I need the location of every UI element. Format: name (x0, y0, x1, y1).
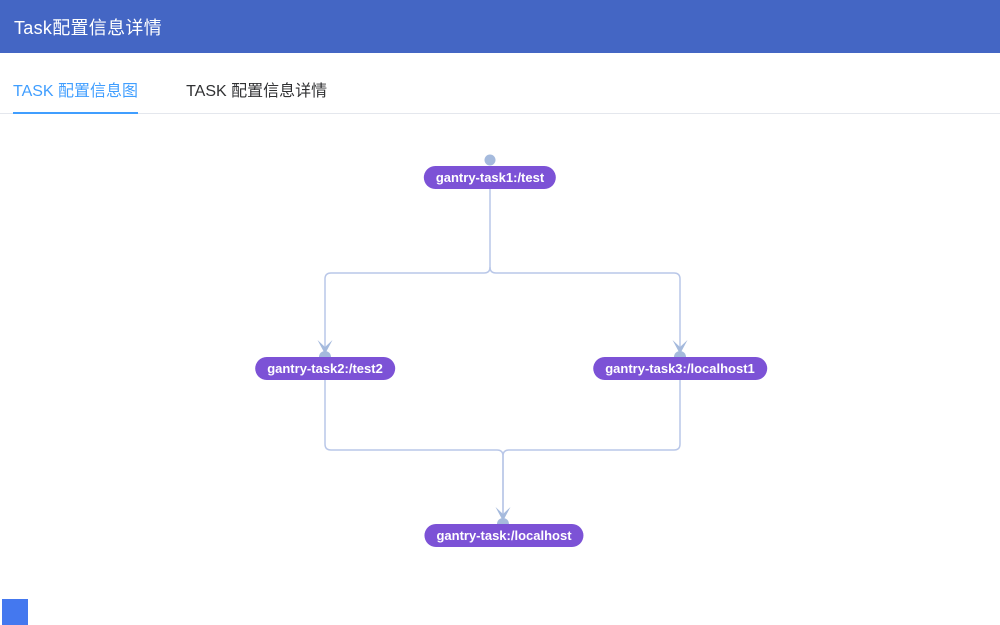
endpoint-dot-source (484, 154, 496, 166)
flow-edges (317, 154, 688, 530)
edge-task1-task3 (489, 189, 681, 351)
page-title: Task配置信息详情 (14, 17, 163, 38)
arrow-icon-task4 (495, 507, 511, 521)
flow-node-task4[interactable]: gantry-task:/localhost (424, 524, 584, 547)
tab-config-detail[interactable]: TASK 配置信息详情 (186, 83, 328, 100)
flow-node-task1[interactable]: gantry-task1:/test (423, 166, 557, 189)
edge-task3-task4 (502, 380, 681, 518)
edge-task1-task2 (324, 266, 491, 351)
arrow-icon-task2 (317, 340, 333, 354)
arrow-icon-task3 (672, 340, 688, 354)
corner-blue-widget[interactable] (2, 599, 28, 625)
flow-canvas: gantry-task1:/test gantry-task2:/test2 g… (0, 114, 1000, 625)
flow-node-task3[interactable]: gantry-task3:/localhost1 (593, 357, 767, 380)
flow-node-task2[interactable]: gantry-task2:/test2 (255, 357, 395, 380)
app-header: Task配置信息详情 (0, 0, 1000, 53)
tabs-bar: TASK 配置信息图 TASK 配置信息详情 (0, 53, 1000, 115)
edge-task2-task4 (324, 380, 504, 518)
tab-config-graph[interactable]: TASK 配置信息图 (13, 77, 139, 115)
